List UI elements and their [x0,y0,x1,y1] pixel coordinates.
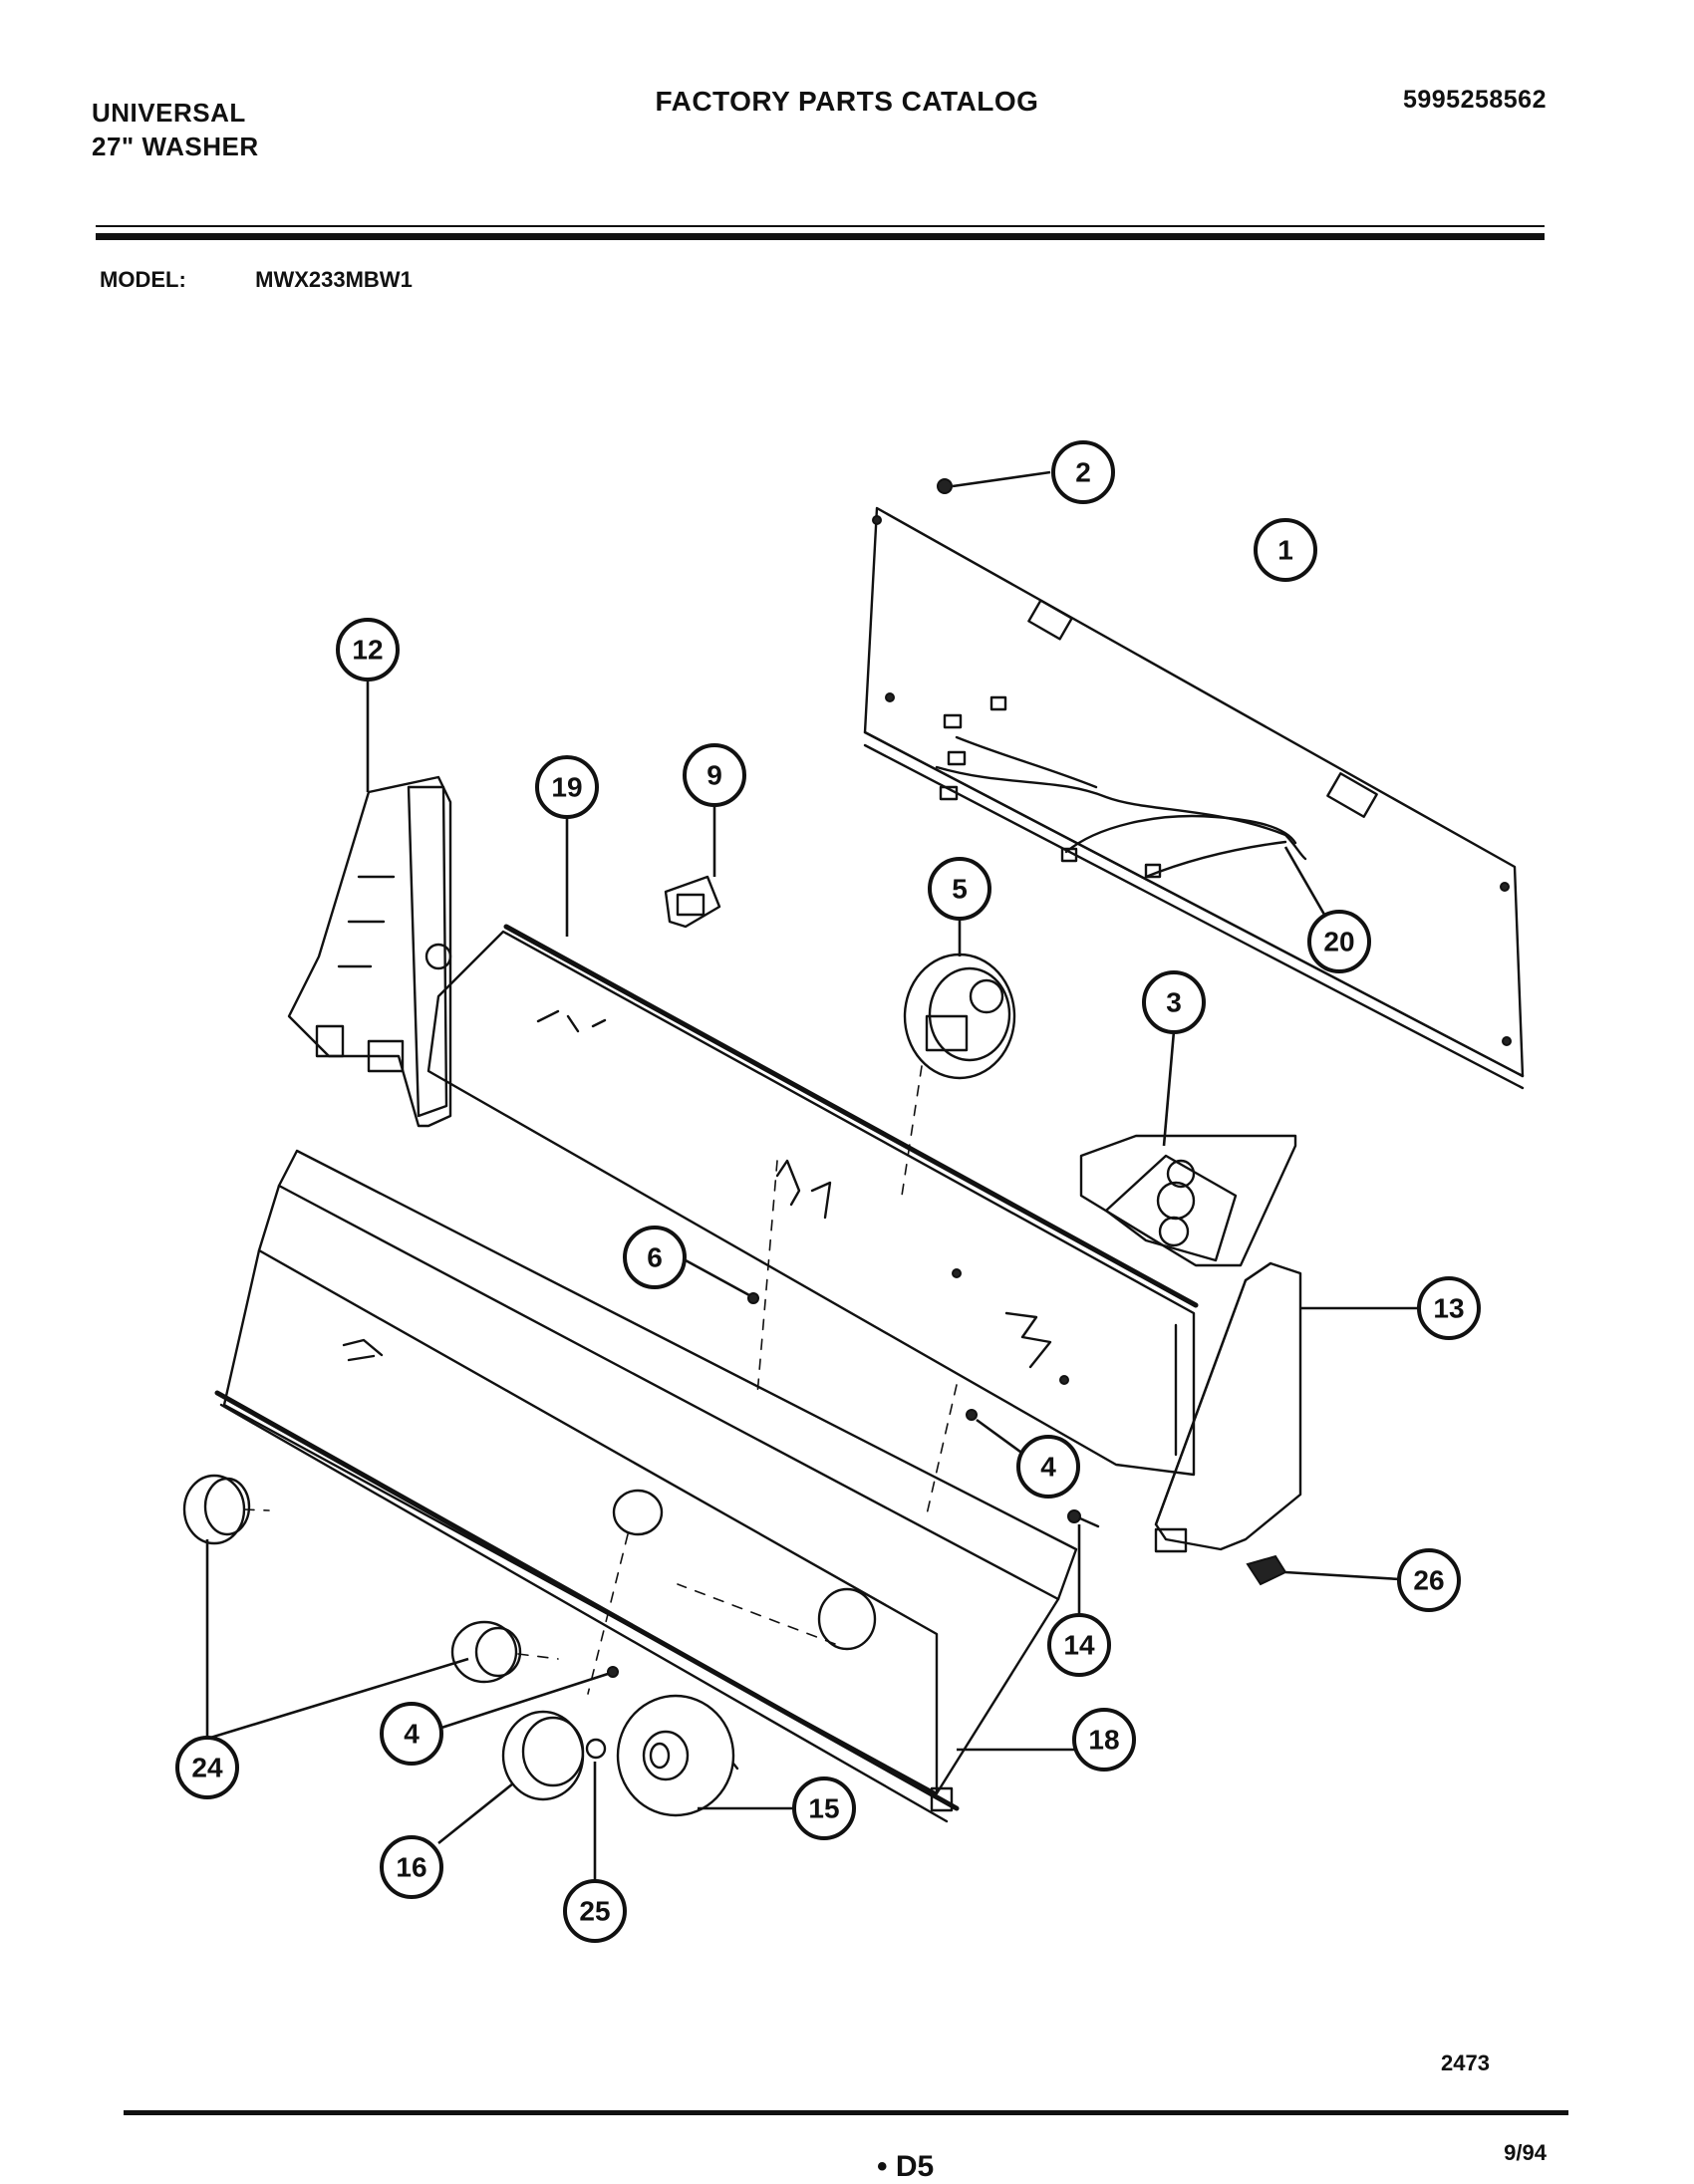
console-trim [214,1149,1078,1823]
callout-25: 25 [563,1879,627,1943]
small-switch-part-9 [664,805,721,929]
catalog-date: 9/94 [1504,2140,1547,2165]
catalog-title: FACTORY PARTS CATALOG [655,86,1039,117]
svg-text:5: 5 [952,874,968,905]
clip-part-26 [1246,1554,1401,1586]
spring-clip [585,1738,607,1883]
screw-part-2 [937,470,1051,494]
timer [901,917,1016,1197]
callout-13: 13 [1417,1276,1481,1340]
callout-4-upper: 4 [1016,1435,1080,1499]
screw-part-4-upper [966,1409,1025,1457]
header-rule-thin [96,225,1545,227]
dial [616,1694,797,1817]
svg-text:2: 2 [1075,457,1091,488]
svg-text:19: 19 [551,772,582,803]
model-label: MODEL: [100,267,186,292]
callout-24: 24 [175,1736,239,1799]
callout-6: 6 [623,1226,687,1289]
catalog-number: 5995258562 [1402,86,1547,114]
svg-text:1: 1 [1277,535,1293,566]
svg-text:24: 24 [191,1753,223,1783]
model-row: MODEL: MWX233MBW1 [100,267,413,293]
svg-text:12: 12 [352,635,383,666]
switch-bracket [287,680,452,1128]
svg-text:16: 16 [396,1852,426,1883]
brand-name: UNIVERSAL [92,98,246,128]
callout-20: 20 [1307,910,1371,973]
callout-26: 26 [1397,1548,1461,1612]
callout-14: 14 [1047,1613,1111,1677]
callout-19: 19 [535,755,599,819]
svg-text:25: 25 [579,1896,610,1927]
page-code: • D5 [877,2150,935,2183]
figure-number: 2473 [1441,2050,1490,2075]
callout-9: 9 [683,743,746,807]
brand-block: UNIVERSAL 27" WASHER [92,96,259,163]
svg-text:6: 6 [647,1242,663,1273]
footer-rule [124,2110,1568,2115]
callout-15: 15 [792,1776,856,1840]
push-buttons [182,1474,559,1741]
wire-harness [935,695,1333,928]
svg-text:9: 9 [706,760,722,791]
switch-assembly [1079,1030,1297,1267]
callout-4-lower: 4 [380,1702,443,1766]
callout-18: 18 [1072,1708,1136,1772]
screw-part-14 [1067,1509,1100,1614]
header-rule-thick [96,233,1545,240]
callout-3: 3 [1142,970,1206,1034]
svg-text:4: 4 [1040,1452,1056,1483]
rear-panel [863,506,1525,1090]
screw-part-4-lower [437,1666,619,1731]
screw-part-6 [685,1258,759,1304]
product-name: 27" WASHER [92,132,259,161]
svg-text:3: 3 [1166,987,1182,1018]
end-cap [1154,1261,1419,1553]
svg-text:20: 20 [1323,927,1354,957]
svg-text:14: 14 [1063,1630,1095,1661]
callout-12: 12 [336,618,400,682]
svg-text:13: 13 [1433,1293,1464,1324]
timer-knob [437,1710,585,1845]
model-number: MWX233MBW1 [255,267,413,292]
callout-16: 16 [380,1835,443,1899]
callout-2: 2 [1051,440,1115,504]
svg-text:26: 26 [1413,1565,1444,1596]
svg-text:18: 18 [1088,1725,1119,1756]
svg-text:4: 4 [404,1719,420,1750]
callout-5: 5 [928,857,991,921]
control-panel [426,817,1199,1477]
callout-1: 1 [1254,518,1317,582]
svg-text:15: 15 [808,1793,839,1824]
